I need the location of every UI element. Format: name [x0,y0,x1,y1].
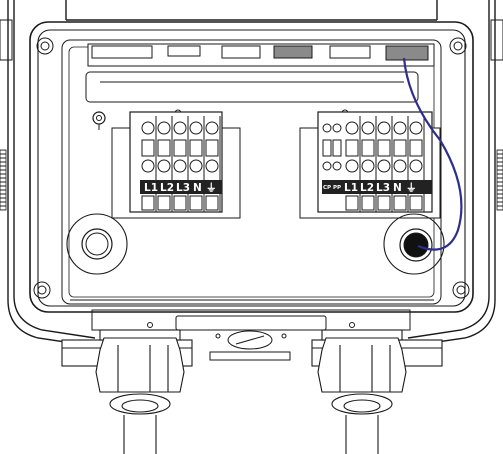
screw-icon [377,121,391,135]
terminal-pole [205,116,221,212]
screw-icon [157,121,171,135]
terminal-label: N [393,182,402,194]
terminal-label-small: PP [333,185,341,191]
clamp-slot [173,195,187,211]
terminal-pole [377,116,393,212]
screw-icon [409,159,423,173]
clamp-slot [332,139,342,157]
signal-wire [402,57,463,251]
right-cable-entry [383,213,445,275]
right-terminal-labels: CP PP L1 L2 L3 N ⏚ [323,182,417,194]
terminal-pole [157,116,173,212]
screw-icon [332,161,342,171]
clamp-slot [141,195,155,211]
screw-icon [345,121,359,135]
left-cable-entry [66,213,128,275]
ground-symbol-icon: ⏚ [206,182,217,194]
screw-icon [332,123,342,133]
clamp-slot [377,195,391,211]
clamp-slot [345,195,359,211]
screw-icon [205,159,219,173]
clamp-slot [189,195,203,211]
terminal-label: L3 [376,182,390,194]
clamp-slot [205,195,219,211]
screw-icon [361,159,375,173]
screw-icon [173,159,187,173]
screw-icon [377,159,391,173]
terminal-label: L3 [176,182,190,194]
housing-outer [7,0,496,347]
left-terminal-labels: L1 L2 L3 N ⏚ [144,182,217,194]
screw-icon [393,121,407,135]
terminal-pole [361,116,377,212]
terminal-label: L2 [160,182,174,194]
screw-icon [393,159,407,173]
clamp-slot [361,195,375,211]
signal-pole [322,123,332,171]
terminal-pole [141,116,157,212]
clamp-slot [173,139,187,157]
terminal-pole [409,116,425,212]
screw-icon [189,121,203,135]
signal-pole [332,123,342,171]
left-terminal-block: L1 L2 L3 N ⏚ [111,111,241,219]
terminal-pole [173,116,189,212]
terminal-label-small: CP [323,185,331,191]
corner-screws [33,37,470,299]
clamp-slot [157,139,171,157]
clamp-slot [393,195,407,211]
screw-icon [141,159,155,173]
terminal-pole [345,116,361,212]
screw-icon [173,121,187,135]
clamp-slot [409,195,423,211]
clamp-slot [141,139,155,157]
clamp-slot [205,139,219,157]
clamp-slot [157,195,171,211]
screw-icon [322,161,332,171]
clamp-slot [361,139,375,157]
terminal-label: L1 [144,182,158,194]
clamp-slot [345,139,359,157]
terminal-label: L2 [360,182,374,194]
right-terminal-block: CP PP L1 L2 L3 N ⏚ [299,111,441,219]
clamp-slot [189,139,203,157]
terminal-pole [189,116,205,212]
screw-icon [189,159,203,173]
terminal-label: N [193,182,202,194]
top-connector-strip [87,43,435,67]
right-cable-gland [311,329,443,454]
mounting-rail [85,71,419,103]
screw-icon [141,121,155,135]
clamp-slot [409,139,423,157]
screw-icon [322,123,332,133]
clamp-slot [393,139,407,157]
screw-icon [205,121,219,135]
terminal-pole [393,116,409,212]
ground-symbol-icon: ⏚ [406,182,417,194]
side-ribs [0,19,503,211]
clamp-slot [377,139,391,157]
screw-icon [345,159,359,173]
bottom-wall [70,299,434,361]
left-cable-gland [61,329,193,454]
screw-icon [361,121,375,135]
terminal-label: L1 [344,182,358,194]
clamp-slot [322,139,332,157]
screw-icon [157,159,171,173]
screw-icon [409,121,423,135]
